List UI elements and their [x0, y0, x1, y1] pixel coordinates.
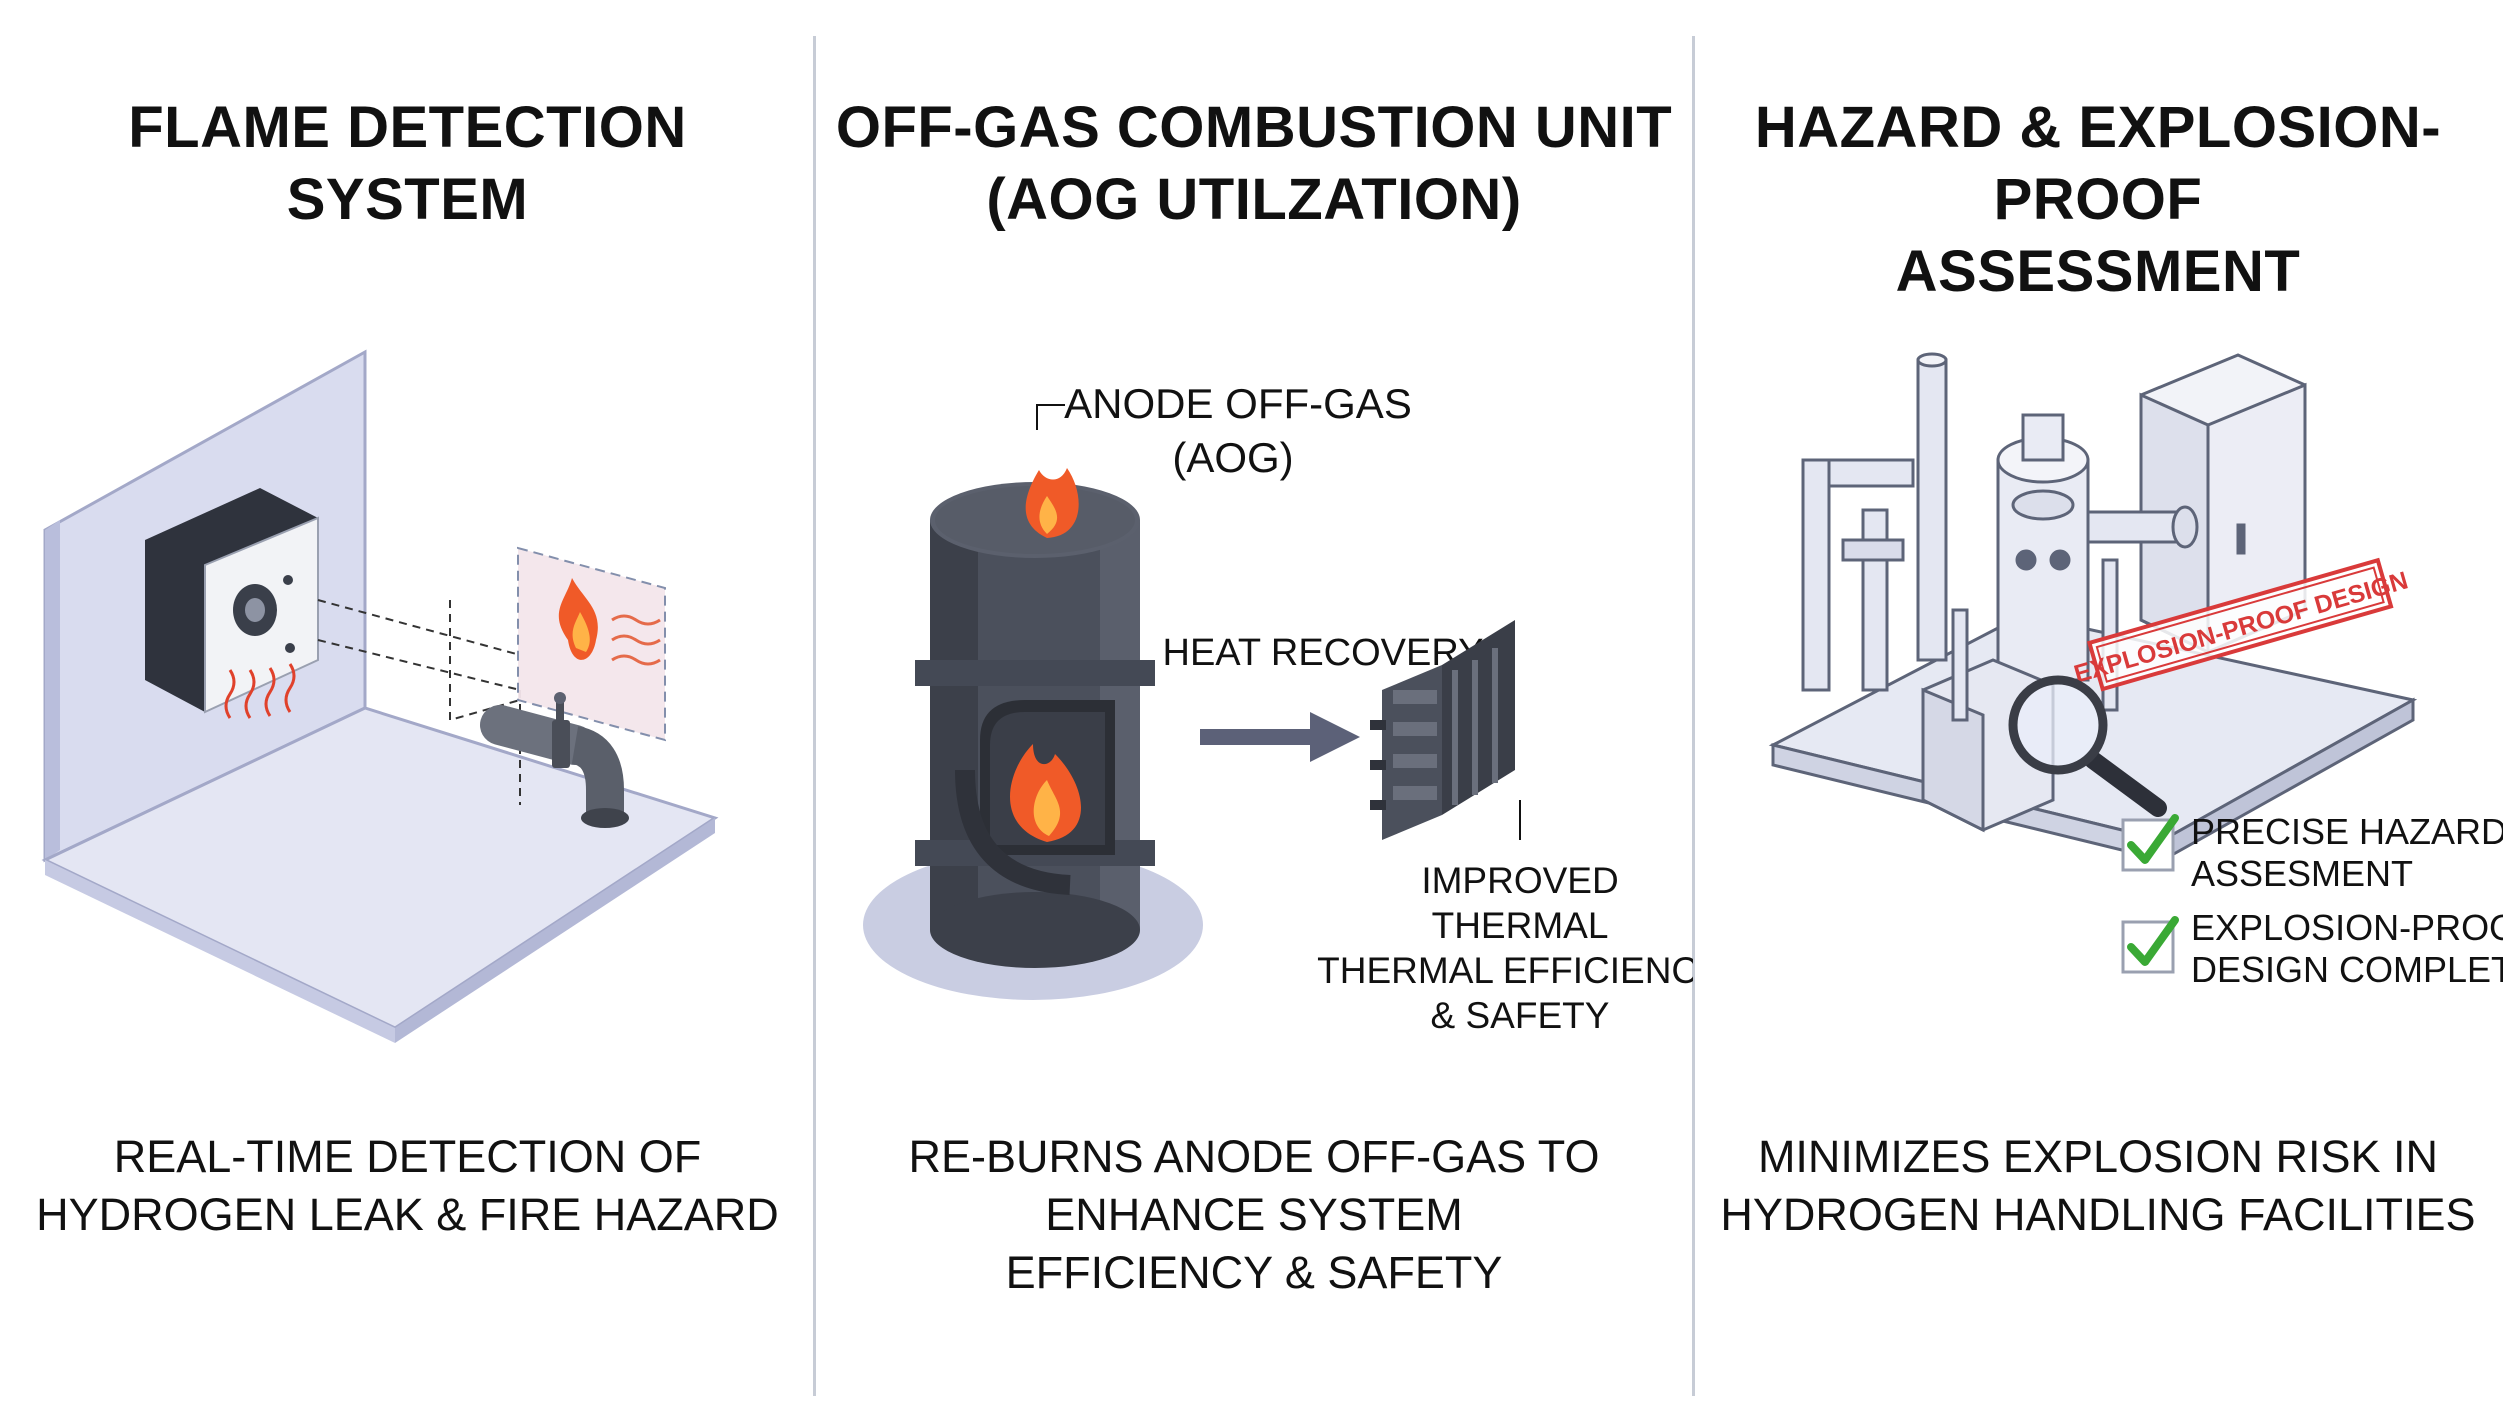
combustion-cylinder-icon — [863, 482, 1203, 1000]
panel-title: OFF-GAS COMBUSTION UNIT (AOG UTILZATION) — [835, 95, 1673, 232]
checklist-item-2-line1: EXPLOSION-PROOF — [2191, 907, 2503, 948]
panel-caption: MINIMIZES EXPLOSION RISK IN HYDROGEN HAN… — [1720, 1131, 2476, 1240]
flame-icon — [558, 578, 598, 660]
flame-detection-illustration — [41, 349, 719, 1043]
checkmark-icon — [2121, 916, 2179, 974]
panel-flame-detection: FLAME DETECTION SYSTEM — [0, 0, 815, 1408]
aog-label-line2: (AOG) — [1172, 434, 1293, 481]
combustion-unit-illustration: ANODE OFF-GAS (AOG) H — [863, 380, 1693, 1036]
magnifier-icon — [2008, 675, 2167, 817]
divider-right — [1692, 36, 1695, 1396]
arrow-right-icon — [1200, 712, 1360, 762]
flame-icon — [1010, 744, 1082, 842]
panel-title: FLAME DETECTION SYSTEM — [128, 95, 687, 232]
pipe-valve-icon — [480, 692, 629, 828]
flame-sensor-icon — [145, 488, 319, 719]
panel-caption: RE-BURNS ANODE OFF-GAS TO ENHANCE SYSTEM… — [908, 1131, 1600, 1298]
checklist: PRECISE HAZARD ASSESMENT EXPLOSION-PROOF… — [2121, 811, 2503, 990]
improved-line4: & SAFETY — [1431, 995, 1610, 1036]
heat-exchanger-icon — [1370, 620, 1515, 840]
checklist-item-1-line2: ASSESMENT — [2191, 853, 2413, 894]
improved-line3: THERMAL EFFICIENCY — [1317, 950, 1693, 991]
checklist-item-2-line2: DESIGN COMPLETED — [2191, 949, 2503, 990]
panel-title: HAZARD & EXPLOSION-PROOF ASSESSMENT — [1754, 95, 2442, 304]
divider-left — [813, 36, 816, 1396]
heat-recovery-label: HEAT RECOVERY — [1163, 632, 1484, 674]
improved-line1: IMPROVED — [1421, 860, 1618, 901]
aog-label-line1: ANODE OFF-GAS — [1064, 380, 1412, 427]
improved-line2: THERMAL — [1432, 905, 1609, 946]
hazard-assessment-illustration: EXPLOSION-PROOF DESIGN PRECISE HAZARD AS… — [1768, 352, 2503, 990]
checkmark-icon — [2121, 814, 2179, 872]
panel-caption: REAL-TIME DETECTION OF HYDROGEN LEAK & F… — [36, 1131, 779, 1240]
panel-off-gas-combustion: OFF-GAS COMBUSTION UNIT (AOG UTILZATION)… — [815, 0, 1693, 1408]
panel-hazard-assessment: HAZARD & EXPLOSION-PROOF ASSESSMENT — [1693, 0, 2503, 1408]
flame-icon — [1025, 468, 1079, 538]
checklist-item-1-line1: PRECISE HAZARD — [2191, 811, 2503, 852]
